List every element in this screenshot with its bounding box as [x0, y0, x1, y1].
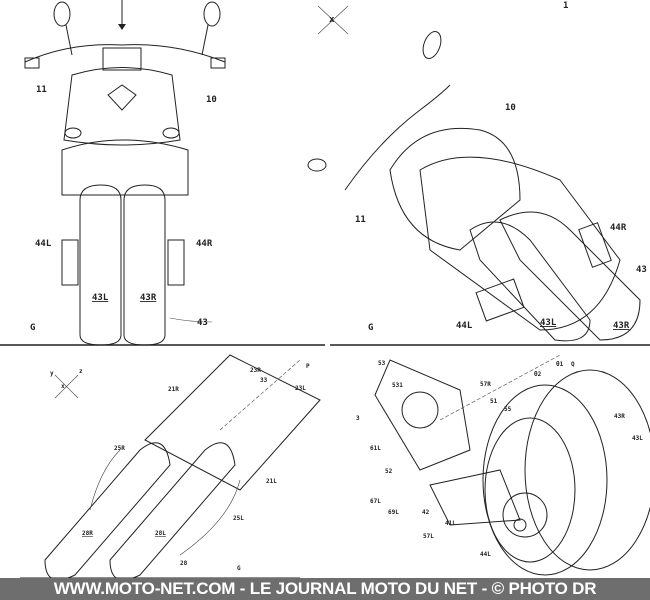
svg-text:21R: 21R — [168, 386, 179, 393]
svg-text:25R: 25R — [114, 445, 125, 452]
svg-text:y: y — [50, 370, 54, 377]
svg-text:33: 33 — [260, 377, 268, 384]
svg-text:G: G — [30, 323, 35, 333]
svg-text:43R: 43R — [140, 293, 157, 303]
svg-text:51: 51 — [490, 398, 498, 405]
svg-text:21L: 21L — [266, 478, 277, 485]
svg-text:28: 28 — [180, 560, 188, 567]
svg-text:55: 55 — [504, 406, 512, 413]
watermark-footer: WWW.MOTO-NET.COM - LE JOURNAL MOTO DU NE… — [0, 578, 650, 600]
svg-text:44R: 44R — [196, 239, 213, 249]
svg-text:44R: 44R — [610, 223, 627, 233]
svg-text:x: x — [61, 383, 65, 390]
svg-text:10: 10 — [505, 103, 516, 113]
svg-text:52: 52 — [385, 468, 393, 475]
svg-text:Q: Q — [571, 361, 575, 368]
svg-text:x: x — [329, 15, 335, 25]
svg-text:28L: 28L — [155, 530, 166, 537]
svg-text:44L: 44L — [456, 321, 473, 331]
svg-text:43L: 43L — [632, 435, 643, 442]
front-view-figure: 11 10 44L 44R 43L 43R 43G — [0, 0, 325, 346]
svg-text:44L: 44L — [480, 551, 491, 558]
svg-text:43: 43 — [636, 265, 647, 275]
perspective-view-figure: x 1 10 11 44R 43 44L 43L 43R G — [307, 1, 650, 346]
svg-text:43L: 43L — [92, 293, 109, 303]
svg-text:43: 43 — [197, 318, 208, 328]
svg-text:23L: 23L — [295, 385, 306, 392]
svg-text:3: 3 — [356, 415, 360, 422]
svg-text:43R: 43R — [613, 321, 630, 331]
svg-text:25L: 25L — [233, 515, 244, 522]
svg-text:23R: 23R — [250, 367, 261, 374]
svg-text:G: G — [368, 323, 373, 333]
svg-text:11: 11 — [36, 85, 47, 95]
svg-text:28R: 28R — [82, 530, 93, 537]
section-view-figure: y z x 21R 23R 33 P 23L 25R 21L 25L 28R 28L 28G — [20, 354, 321, 581]
svg-text:1: 1 — [563, 1, 568, 11]
svg-text:531: 531 — [392, 382, 403, 389]
svg-text:G: G — [237, 565, 241, 572]
svg-text:10: 10 — [206, 95, 217, 105]
svg-text:57R: 57R — [480, 381, 491, 388]
svg-text:42: 42 — [422, 509, 430, 516]
svg-text:11: 11 — [355, 215, 366, 225]
svg-text:43L: 43L — [540, 318, 557, 328]
svg-text:P: P — [306, 363, 310, 370]
svg-text:44L: 44L — [35, 239, 52, 249]
svg-text:z: z — [79, 368, 83, 375]
svg-text:41L: 41L — [445, 520, 456, 527]
svg-text:θ2: θ2 — [534, 371, 542, 378]
svg-text:53: 53 — [378, 360, 386, 367]
svg-text:61L: 61L — [370, 445, 381, 452]
svg-text:69L: 69L — [388, 509, 399, 516]
svg-text:67L: 67L — [370, 498, 381, 505]
rear-detail-figure: 53 531 57R 51 55 θ1 θ2 Q 3 43R 43L 61L 52 67L 6… — [356, 354, 650, 576]
svg-text:θ1: θ1 — [556, 361, 564, 368]
svg-text:43R: 43R — [614, 413, 625, 420]
svg-text:57L: 57L — [423, 533, 434, 540]
